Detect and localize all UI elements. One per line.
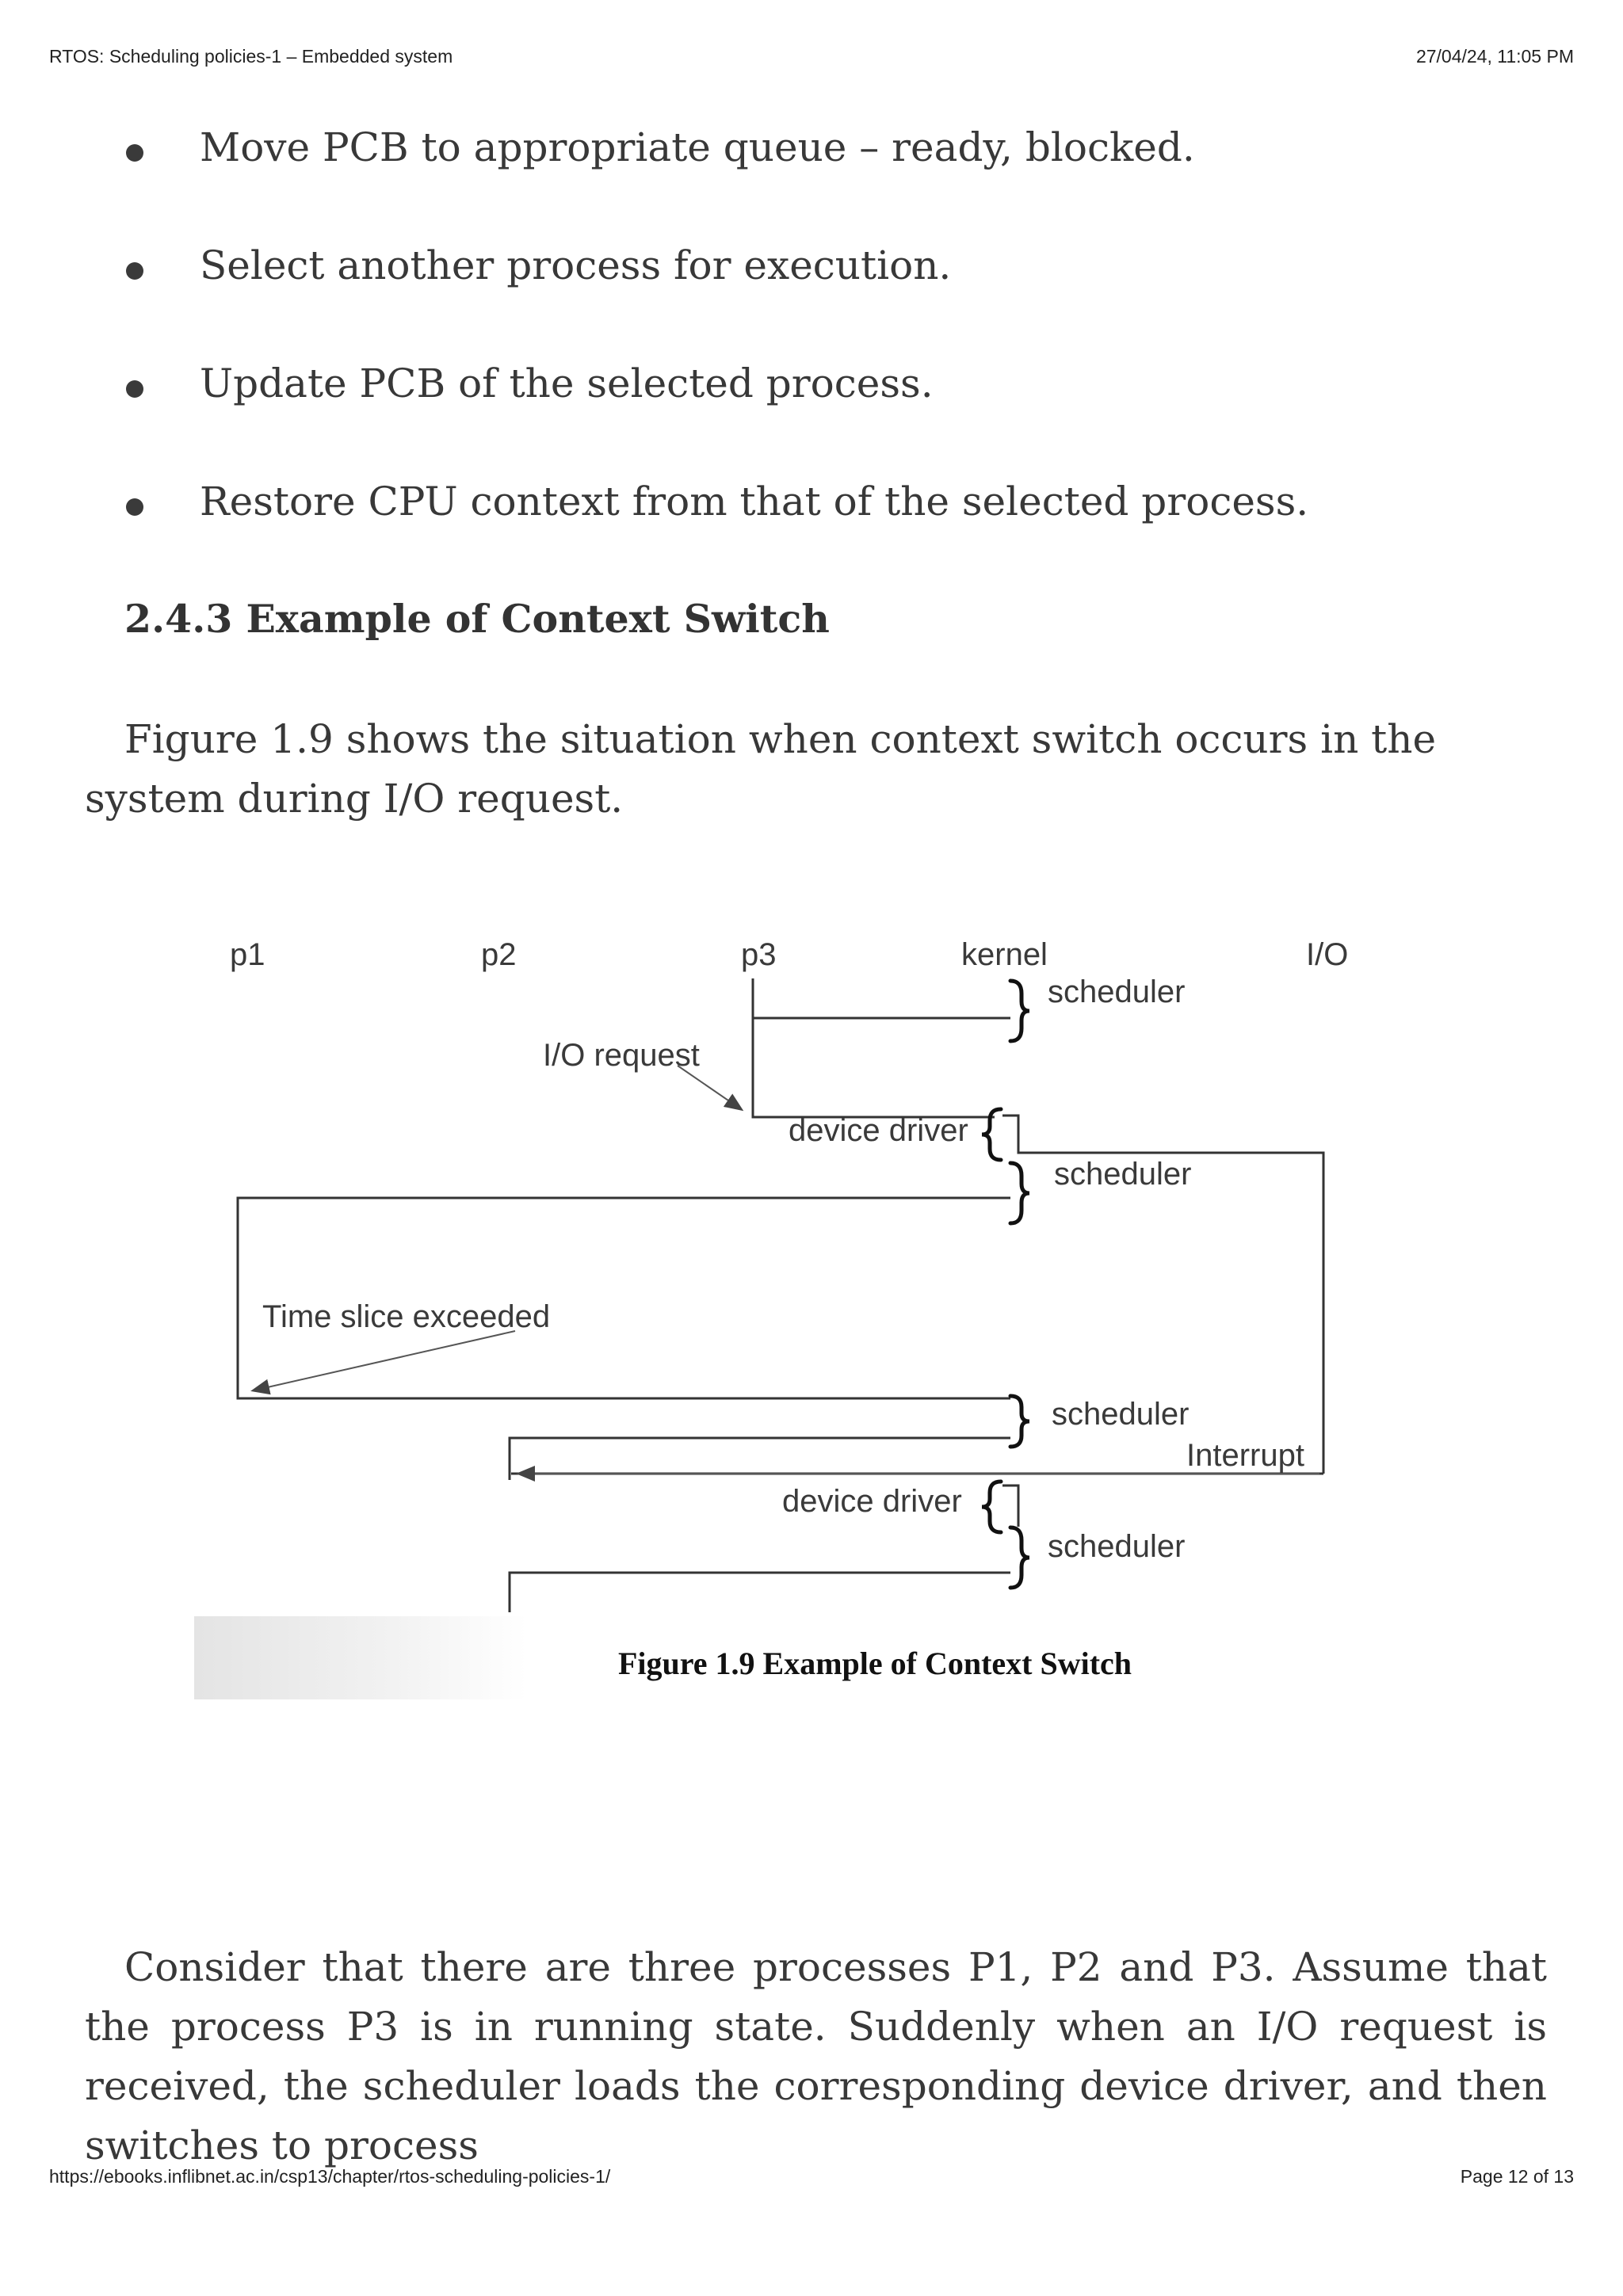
label-io-request: I/O request: [543, 1038, 700, 1073]
label-scheduler: scheduler: [1052, 1397, 1189, 1432]
label-device-driver: device driver: [782, 1484, 962, 1519]
page-header: RTOS: Scheduling policies-1 – Embedded s…: [49, 46, 1574, 67]
list-item-text: Select another process for execution.: [200, 242, 952, 288]
figure-context-switch: p1 p2 p3 kernel I/O: [194, 911, 1446, 1699]
list-item: Move PCB to appropriate queue – ready, b…: [0, 119, 1623, 237]
timeline-lines: [236, 978, 1325, 1612]
list-item-text: Move PCB to appropriate queue – ready, b…: [200, 124, 1195, 170]
bullet-icon: [126, 380, 143, 398]
brace-marks: [981, 978, 1030, 1590]
label-device-driver: device driver: [789, 1113, 968, 1148]
section-heading: 2.4.3 Example of Context Switch: [124, 596, 830, 642]
figure-caption-text: Figure 1.9 Example of Context Switch: [617, 1646, 1132, 1681]
page-footer-url[interactable]: https://ebooks.inflibnet.ac.in/csp13/cha…: [49, 2166, 611, 2187]
label-scheduler: scheduler: [1054, 1157, 1191, 1192]
page-footer: https://ebooks.inflibnet.ac.in/csp13/cha…: [49, 2166, 1574, 2187]
bullet-icon: [126, 144, 143, 162]
list-item: Update PCB of the selected process.: [0, 355, 1623, 473]
column-label-p1: p1: [230, 937, 265, 972]
body-paragraph: Consider that there are three processes …: [85, 1944, 1547, 2168]
list-item-text: Update PCB of the selected process.: [200, 360, 934, 406]
intro-paragraph: Figure 1.9 shows the situation when cont…: [85, 716, 1437, 822]
label-time-slice-exceeded: Time slice exceeded: [262, 1299, 550, 1334]
column-label-p2: p2: [481, 937, 517, 972]
watermark-graphic: [194, 1616, 527, 1699]
bullet-icon: [126, 498, 143, 516]
label-interrupt: Interrupt: [1186, 1438, 1304, 1473]
figure-caption: Figure 1.9 Example of Context Switch: [0, 1645, 1623, 1682]
column-label-io: I/O: [1306, 937, 1348, 972]
list-item: Restore CPU context from that of the sel…: [0, 473, 1623, 591]
column-label-kernel: kernel: [961, 937, 1048, 972]
annotation-arrows: [250, 1065, 1319, 1482]
page-number: Page 12 of 13: [1460, 2166, 1574, 2187]
column-label-p3: p3: [741, 937, 777, 972]
bullet-list: Move PCB to appropriate queue – ready, b…: [0, 119, 1623, 591]
label-scheduler: scheduler: [1048, 1529, 1185, 1564]
list-item: Select another process for execution.: [0, 237, 1623, 355]
list-item-text: Restore CPU context from that of the sel…: [200, 479, 1309, 524]
bullet-icon: [126, 262, 143, 280]
page-header-title: RTOS: Scheduling policies-1 – Embedded s…: [49, 46, 453, 67]
page-header-datetime: 27/04/24, 11:05 PM: [1415, 46, 1574, 67]
label-scheduler: scheduler: [1048, 974, 1185, 1009]
context-switch-diagram: p1 p2 p3 kernel I/O: [230, 937, 1348, 1612]
